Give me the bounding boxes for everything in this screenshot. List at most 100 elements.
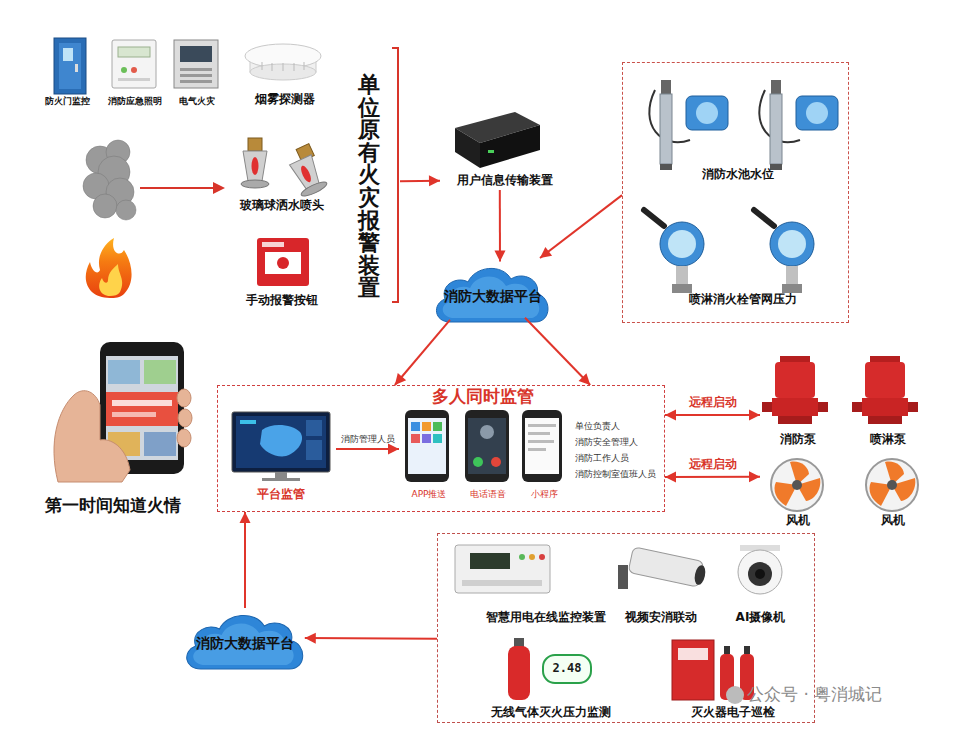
pump-item: 消防泵 xyxy=(760,358,835,450)
node-label: 防火门监控 xyxy=(35,96,100,107)
sprinkler-icon-part xyxy=(299,164,313,183)
fire-icon-part xyxy=(86,238,132,298)
transmission-device: 用户信息传输装置 xyxy=(440,105,570,190)
sprinkler-icon-part xyxy=(243,151,267,181)
connector-line xyxy=(540,195,622,258)
hand-phone-icon-part xyxy=(54,391,130,482)
edge-label: 远程启动 xyxy=(673,395,753,409)
node-label: 风机 xyxy=(855,513,930,527)
platform-monitor: 平台监管 xyxy=(226,406,336,506)
phone-icon-part xyxy=(465,410,509,482)
sprinkler-icon-part xyxy=(252,157,259,175)
bullet-camera-icon xyxy=(618,547,707,589)
bracket xyxy=(392,48,398,302)
sprinkler-icon-part xyxy=(241,180,269,188)
node-label: 单位原有火灾报警装置 xyxy=(356,74,382,300)
electric-fire-panel-icon-part xyxy=(180,74,212,77)
phone-icon-part xyxy=(422,434,431,443)
pressure-sensor-icon-part xyxy=(782,284,802,293)
electric-fire-panel-icon xyxy=(174,40,218,88)
dome-camera-icon-part xyxy=(738,550,782,594)
phone-icon-part xyxy=(528,424,556,427)
node-label: 消防大数据平台 xyxy=(180,635,310,652)
fan-icon xyxy=(771,459,918,511)
transmission-device-icon-part xyxy=(480,125,540,168)
phone-icon-part xyxy=(491,457,501,467)
pressure-sensor-icon-part xyxy=(660,222,704,266)
power-monitor-icon-part xyxy=(470,553,510,569)
channel-item: 电话语音 xyxy=(459,409,517,504)
node-label: 用户信息传输装置 xyxy=(440,173,570,187)
smoke-icon xyxy=(83,140,136,220)
hand-phone-icon-part xyxy=(112,400,172,406)
bullet-camera-icon-part xyxy=(628,547,704,587)
connector xyxy=(240,512,251,608)
phone-icon-part xyxy=(433,422,442,431)
hand-phone-icon xyxy=(54,342,192,482)
hand-phone-icon-part xyxy=(112,412,156,417)
hand-phone-icon-part xyxy=(144,432,176,456)
cloud-platform: 消防大数据平台 xyxy=(430,258,555,330)
transmission-device-icon-part xyxy=(488,150,494,153)
connector-line xyxy=(244,512,246,608)
alarm-system-group: 单位原有火灾报警装置 xyxy=(350,70,400,302)
water-level-sensor-icon-part xyxy=(770,94,782,164)
extinguisher-cabinet-icon-part xyxy=(678,648,708,660)
gauge-reading: 2.48 xyxy=(547,661,587,675)
pressure-sensor-icon-part xyxy=(786,266,798,284)
electric-fire-panel-icon-part xyxy=(180,80,212,83)
role-text: 消防安全管理人 xyxy=(575,437,665,448)
role-text: 消防控制室值班人员 xyxy=(575,469,665,480)
fan-icon-part xyxy=(887,480,897,490)
phone-icon-part xyxy=(408,418,446,474)
power-monitor-icon-part xyxy=(539,554,545,560)
dome-camera-icon xyxy=(738,545,782,594)
pump-icon-part xyxy=(908,402,918,412)
lighting-panel-icon xyxy=(112,40,156,88)
hand-phone-icon-part xyxy=(178,409,192,427)
pressure-sensor-icon xyxy=(644,210,814,293)
pump-icon-part xyxy=(865,362,905,398)
cloud-platform: 消防大数据平台 xyxy=(180,605,310,677)
edge-label: 远程启动 xyxy=(673,457,753,471)
fan-icon-part xyxy=(771,459,823,511)
bullet-camera-icon-part xyxy=(618,565,628,589)
fan-item: 风机 xyxy=(855,455,930,530)
arrow-head xyxy=(749,410,760,421)
lighting-panel-icon-part xyxy=(112,40,156,88)
water-level-sensor-icon-part xyxy=(771,80,781,94)
smoke-arrow-part xyxy=(213,182,225,194)
node-label: 消防泵 xyxy=(760,432,835,446)
power-monitor-icon-part xyxy=(462,580,542,586)
lighting-panel-icon-part xyxy=(118,47,150,57)
smoke-detector-icon xyxy=(245,44,321,80)
connector xyxy=(494,190,505,262)
phone-icon-part xyxy=(405,410,449,482)
extinguisher-cabinet-icon-part xyxy=(724,646,730,654)
pressure-sensor-icon-part xyxy=(668,230,696,258)
electric-fire-panel-icon-part xyxy=(180,46,212,62)
monitor-icon-part xyxy=(275,472,287,478)
arrow-head xyxy=(240,512,251,523)
node-label: 无线气体灭火压力监测 xyxy=(446,705,656,719)
manual-alarm-button-icon-part xyxy=(277,257,289,269)
phone-alert: 第一时间知道火情 xyxy=(25,335,200,520)
arrow-head xyxy=(395,373,406,385)
power-monitor-icon-part xyxy=(455,545,550,593)
watermark-icon-part xyxy=(726,686,744,704)
arrow-head xyxy=(579,373,591,385)
arrow-head xyxy=(494,251,505,262)
node-label: 智慧用电在线监控装置 xyxy=(458,610,633,624)
electric-fire-panel-icon-part xyxy=(174,40,218,88)
node-label: AI摄像机 xyxy=(713,610,808,624)
role-text: 单位负责人 xyxy=(575,421,665,432)
door-icon xyxy=(54,38,86,94)
connector xyxy=(305,633,437,644)
fire-icon xyxy=(86,238,132,298)
gas-cylinder-icon-part xyxy=(508,646,530,700)
node-label: 风机 xyxy=(760,513,835,527)
monitor-icon-part xyxy=(240,420,256,424)
device-item: 烟雾探测器 xyxy=(235,40,335,110)
